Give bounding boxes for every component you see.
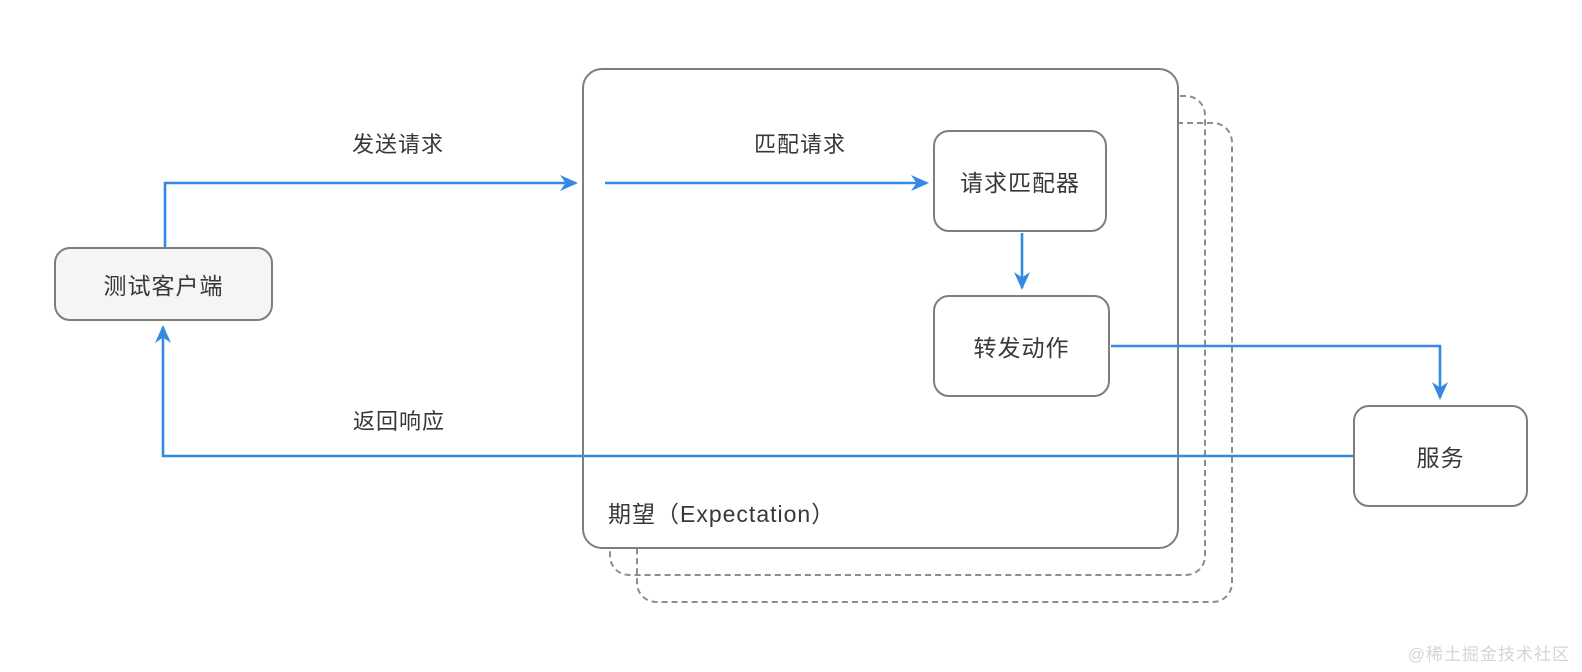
node-service: 服务 bbox=[1353, 405, 1528, 507]
watermark-text: @稀土掘金技术社区 bbox=[1407, 645, 1570, 664]
edge-label-match-request: 匹配请求 bbox=[753, 132, 847, 157]
edge-label-return-response: 返回响应 bbox=[352, 409, 446, 434]
edge-send-request bbox=[163, 175, 578, 247]
node-forward-action: 转发动作 bbox=[933, 295, 1110, 397]
node-request-matcher-label: 请求匹配器 bbox=[960, 170, 1080, 196]
node-forward-action-label: 转发动作 bbox=[973, 335, 1070, 361]
node-test-client: 测试客户端 bbox=[54, 247, 273, 321]
expectation-label: 期望（Expectation） bbox=[608, 501, 836, 527]
node-request-matcher: 请求匹配器 bbox=[933, 130, 1107, 232]
edge-label-send-request: 发送请求 bbox=[351, 132, 445, 157]
node-service-label: 服务 bbox=[1416, 445, 1465, 471]
node-test-client-label: 测试客户端 bbox=[103, 273, 224, 299]
